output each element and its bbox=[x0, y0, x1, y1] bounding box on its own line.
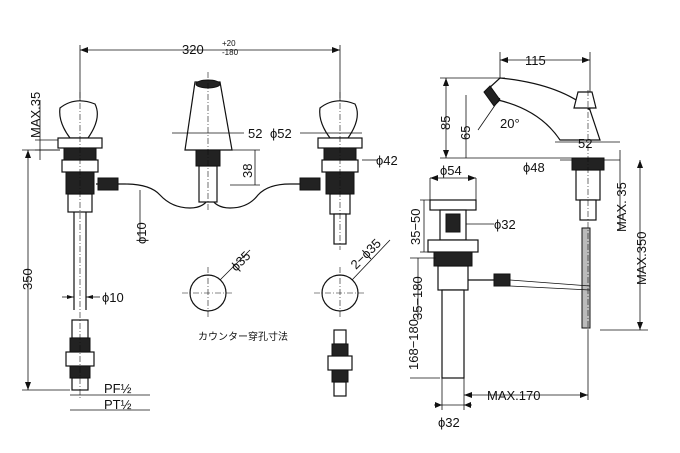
dim-65: 65 bbox=[458, 126, 473, 140]
dim-320-tol-minus: -180 bbox=[222, 48, 239, 57]
dim-168-180: 168−180 bbox=[406, 319, 421, 370]
dim-max170: MAX.170 bbox=[487, 388, 540, 403]
dim-max350: MAX.350 bbox=[634, 232, 649, 285]
dim-phi32-top: ϕ32 bbox=[494, 217, 516, 232]
dim-35-180: 35−180 bbox=[410, 276, 425, 320]
dim-max35-right: MAX. 35 bbox=[614, 182, 629, 232]
dim-52-right: 52 bbox=[578, 136, 592, 151]
dim-phi42: ϕ42 bbox=[376, 153, 398, 168]
dim-phi52: ϕ52 bbox=[270, 126, 292, 141]
dim-320: 320 bbox=[182, 42, 204, 57]
counter-hole-caption: カウンター穿孔寸法 bbox=[198, 330, 288, 343]
dim-350: 350 bbox=[20, 268, 35, 290]
thread-pt: PT½ bbox=[104, 397, 132, 412]
dim-52-side: 52 bbox=[248, 126, 262, 141]
dim-phi32-bottom: ϕ32 bbox=[438, 415, 460, 430]
dim-phi54: ϕ54 bbox=[440, 163, 462, 178]
dim-phi10-horizontal: ϕ10 bbox=[102, 290, 124, 305]
side-view: 115 85 65 20° 52 ϕ48 MAX. 35 bbox=[406, 52, 649, 430]
dim-85: 85 bbox=[438, 116, 453, 130]
dim-115: 115 bbox=[525, 53, 546, 68]
dim-2-phi35: 2−ϕ35 bbox=[348, 236, 384, 272]
front-view: 320 +20 -180 MAX.35 350 bbox=[20, 39, 398, 412]
dim-320-tol-plus: +20 bbox=[222, 39, 236, 48]
dim-phi48: ϕ48 bbox=[523, 160, 545, 175]
dim-35-50: 35−50 bbox=[408, 208, 423, 245]
dim-angle-20: 20° bbox=[500, 116, 520, 131]
dim-phi10-vertical: ϕ10 bbox=[134, 222, 149, 244]
dim-38: 38 bbox=[240, 164, 255, 178]
thread-pf: PF½ bbox=[104, 381, 132, 396]
dim-phi35: ϕ35 bbox=[228, 248, 254, 274]
dim-max35-top: MAX.35 bbox=[28, 92, 43, 138]
